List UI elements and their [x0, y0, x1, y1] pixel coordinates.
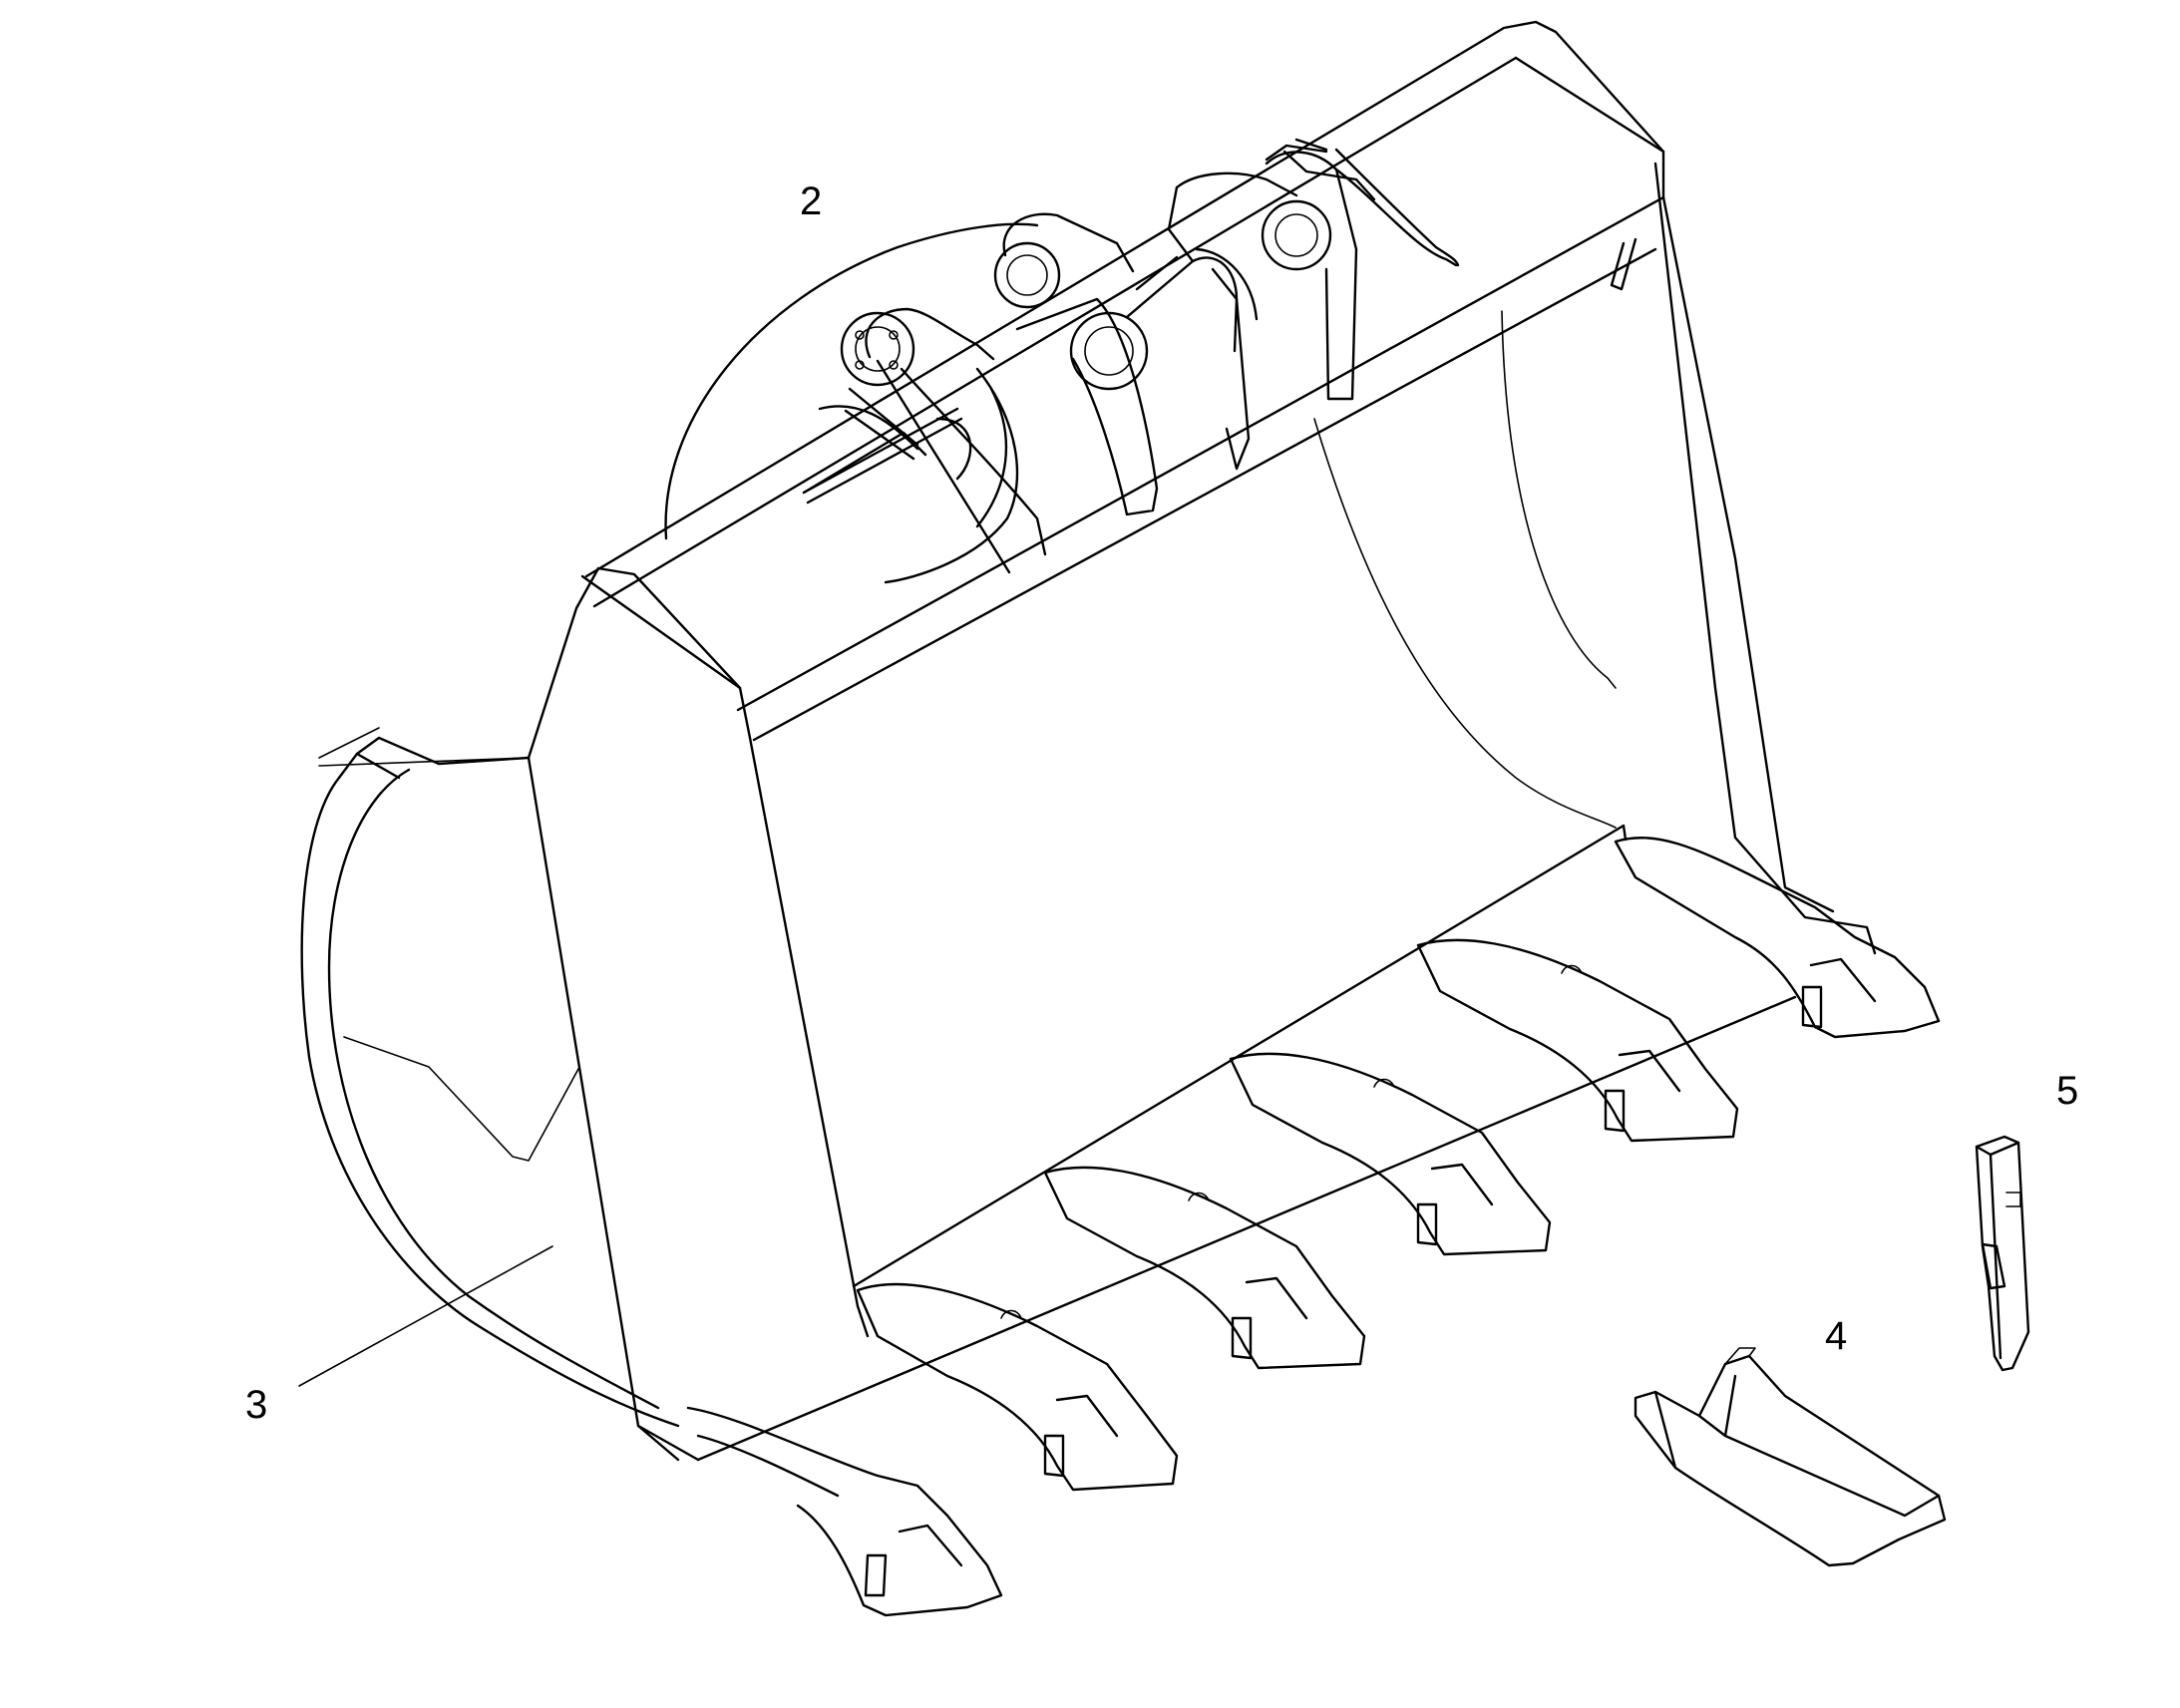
hydraulic-line [802, 237, 1637, 505]
callout-label-4: 4 [1825, 1314, 1848, 1358]
tooth-point [1634, 1347, 1947, 1567]
bucket-shell [300, 727, 680, 1428]
callout-label-3: 3 [245, 1383, 268, 1427]
tooth-adapter-row [686, 837, 1941, 1617]
callout-label-2: 2 [800, 179, 823, 223]
mounting-brackets [802, 138, 1460, 584]
callout-3-leader [298, 1245, 553, 1387]
top-beam [584, 20, 1665, 742]
right-side-plate [1313, 162, 1877, 955]
callout-label-5: 5 [2056, 1069, 2079, 1113]
left-side-plate [318, 566, 870, 1462]
retainer-pin [1975, 1135, 2030, 1372]
rear-disc [664, 222, 1039, 540]
cutting-edge [636, 824, 1797, 1462]
